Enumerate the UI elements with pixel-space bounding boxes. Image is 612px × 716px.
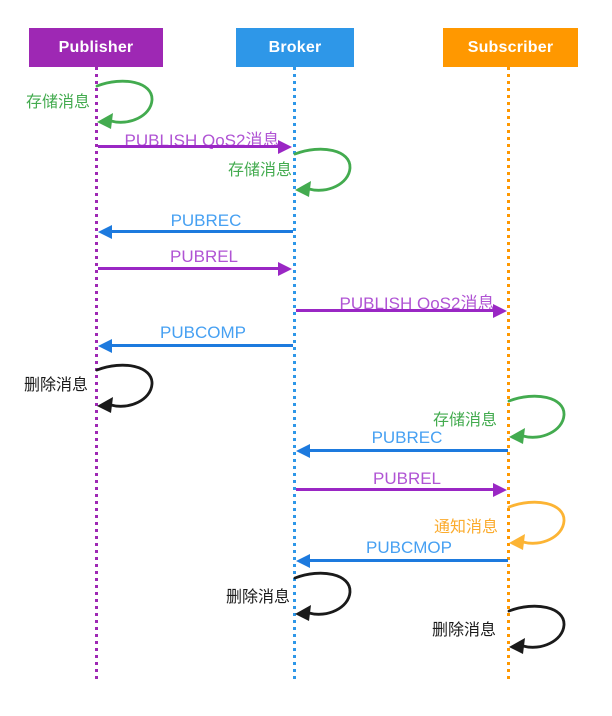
subscriber-lifeline [507,67,510,683]
message-arrow-pubcmop [296,553,508,568]
message-label-store-publisher: 存储消息 [25,94,90,111]
message-label-delete-subscriber: 删除消息 [431,622,496,639]
message-label-notify-subscriber: 通知消息 [433,519,498,536]
message-label-pubrec-2: PUBREC [371,428,443,447]
message-label-pubcomp: PUBCOMP [160,323,246,342]
message-arrow-pubrel-2 [296,482,507,497]
message-label-pubrel-2: PUBREL [372,469,442,488]
message-arrow-publish-qos2-2 [296,303,507,318]
self-loop-arrow-broker-store [293,147,352,197]
self-loop-arrow-broker-delete [293,571,352,621]
actor-header-publisher: Publisher [29,28,163,67]
actor-label-subscriber: Subscriber [467,38,554,56]
broker-lifeline [293,67,296,683]
actor-header-broker: Broker [236,28,354,67]
self-loop-arrow-publisher-store [95,79,154,129]
message-arrow-pubrel-1 [98,261,292,276]
self-loop-arrow-subscriber-delete [507,604,566,654]
message-arrow-publish-qos2-1 [98,139,292,154]
message-label-store-broker: 存储消息 [227,162,292,179]
actor-label-broker: Broker [268,38,322,56]
message-arrow-pubcomp [98,338,293,353]
message-label-delete-broker: 删除消息 [225,589,290,606]
self-loop-arrow-subscriber-store [507,394,566,444]
message-arrow-pubrec-2 [296,443,508,458]
publisher-lifeline [95,67,98,683]
actor-label-publisher: Publisher [58,38,134,56]
message-arrow-pubrec-1 [98,224,293,239]
message-label-pubrec-1: PUBREC [170,211,242,230]
actor-header-subscriber: Subscriber [443,28,578,67]
message-label-store-subscriber: 存储消息 [432,412,497,429]
message-label-pubrel-1: PUBREL [169,247,239,266]
message-label-publish-qos2-2: PUBLISH QoS2消息 [339,294,495,313]
message-label-pubcmop: PUBCMOP [366,538,452,557]
self-loop-arrow-subscriber-notify [507,500,566,550]
self-loop-arrow-publisher-delete [95,363,154,413]
message-label-delete-publisher: 删除消息 [23,377,88,394]
